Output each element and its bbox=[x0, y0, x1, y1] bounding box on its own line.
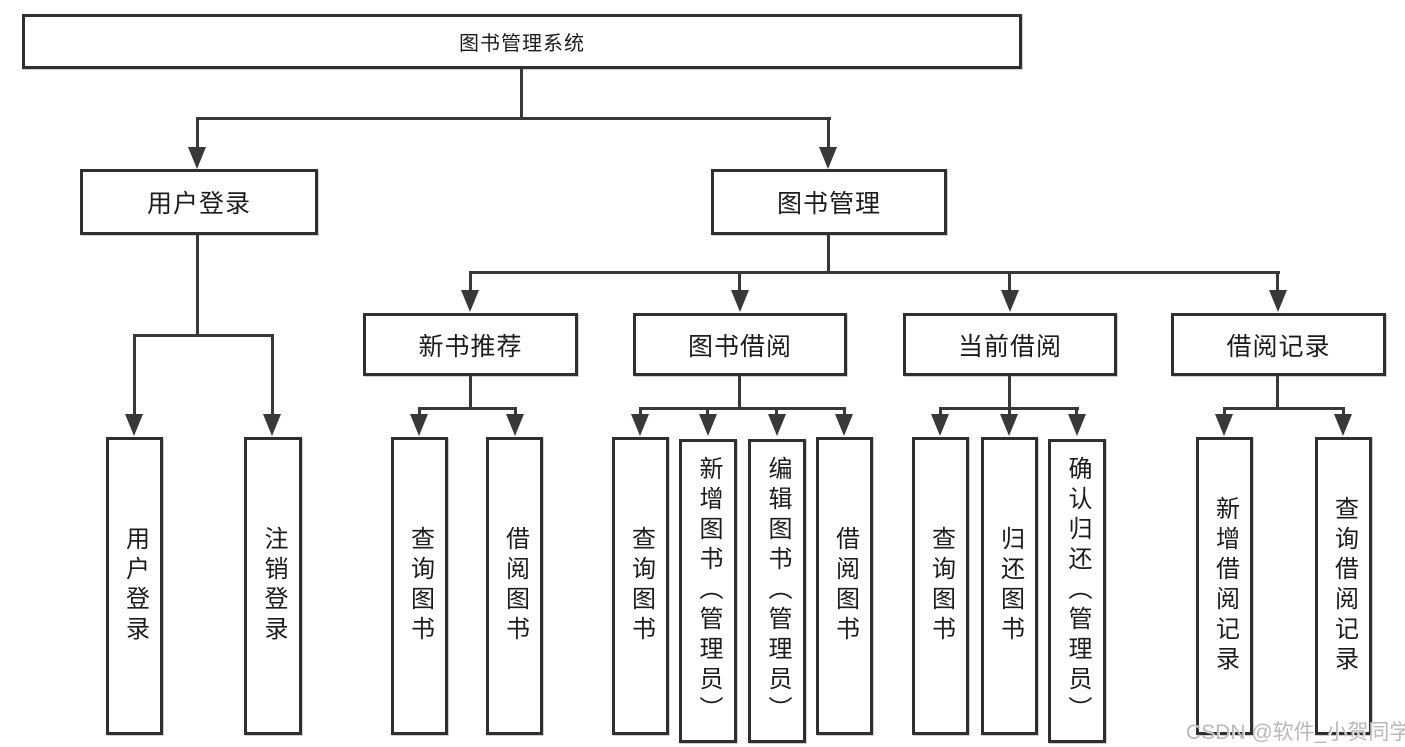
arrowhead-confirm-return bbox=[1068, 414, 1086, 436]
arrowhead-book-mgmt bbox=[819, 147, 837, 169]
connector-stub bbox=[418, 407, 421, 416]
node-new-book-rec-label: 新书推荐 bbox=[418, 332, 523, 361]
node-leaf-query-book-1: 查询图书 bbox=[391, 437, 448, 735]
node-leaf-return-book-label: 归还图书 bbox=[996, 526, 1024, 646]
connector-drop-new-book bbox=[469, 271, 472, 291]
connector-book-borrow-bar bbox=[639, 407, 846, 410]
node-current-borrow: 当前借阅 bbox=[903, 313, 1117, 376]
arrowhead-query-borrow-record bbox=[1334, 414, 1352, 436]
node-borrow-record: 借阅记录 bbox=[1171, 313, 1386, 376]
connector-level3-bar bbox=[469, 271, 1280, 274]
node-leaf-query-book-1-label: 查询图书 bbox=[406, 526, 434, 646]
arrowhead-query-book-3 bbox=[931, 414, 949, 436]
arrowhead-query-book-1 bbox=[410, 414, 428, 436]
node-leaf-query-borrow-record-label: 查询借阅记录 bbox=[1330, 496, 1358, 676]
connector-current-borrow-stem bbox=[1008, 376, 1011, 409]
node-leaf-edit-book-admin: 编辑图书（管理员） bbox=[748, 439, 806, 743]
connector-book-mgmt-stem bbox=[827, 235, 830, 273]
node-book-borrow-label: 图书借阅 bbox=[687, 332, 792, 361]
node-leaf-user-login-label: 用户登录 bbox=[121, 526, 149, 646]
node-leaf-add-book-admin-label: 新增图书（管理员） bbox=[695, 456, 722, 726]
arrowhead-borrow-book-1 bbox=[506, 414, 524, 436]
arrowhead-add-borrow-record bbox=[1215, 414, 1233, 436]
arrowhead-current-borrow bbox=[1001, 290, 1019, 312]
connector-drop-leaf-user-login bbox=[133, 334, 136, 415]
node-leaf-borrow-book-1: 借阅图书 bbox=[486, 437, 543, 735]
node-leaf-logout-login: 注销登录 bbox=[244, 437, 302, 735]
node-leaf-query-borrow-record: 查询借阅记录 bbox=[1315, 437, 1372, 735]
connector-stub bbox=[514, 407, 517, 416]
node-book-borrow: 图书借阅 bbox=[633, 313, 847, 376]
arrowhead-borrow-record bbox=[1269, 290, 1287, 312]
connector-level1-bar bbox=[196, 117, 831, 120]
arrowhead-leaf-logout bbox=[263, 414, 281, 436]
arrowhead-new-book bbox=[461, 290, 479, 312]
node-root-label: 图书管理系统 bbox=[459, 33, 585, 55]
arrowhead-add-book bbox=[699, 414, 717, 436]
node-book-mgmt-label: 图书管理 bbox=[776, 190, 881, 218]
connector-drop-book-borrow bbox=[738, 271, 741, 291]
node-leaf-borrow-book-2-label: 借阅图书 bbox=[831, 526, 859, 646]
node-leaf-add-book-admin: 新增图书（管理员） bbox=[679, 439, 737, 743]
node-leaf-confirm-return-admin: 确认归还（管理员） bbox=[1048, 439, 1106, 743]
connector-drop-user-login bbox=[196, 117, 199, 151]
connector-stub bbox=[775, 407, 778, 416]
watermark-text: CSDN @软件_小贺同学 bbox=[1186, 721, 1405, 744]
node-leaf-add-borrow-record-label: 新增借阅记录 bbox=[1211, 496, 1239, 676]
node-user-login-label: 用户登录 bbox=[146, 190, 251, 218]
connector-stub bbox=[939, 407, 942, 416]
node-book-mgmt: 图书管理 bbox=[711, 169, 947, 235]
connector-root-stem bbox=[520, 69, 523, 119]
node-new-book-rec: 新书推荐 bbox=[363, 313, 578, 376]
node-leaf-query-book-2-label: 查询图书 bbox=[627, 526, 655, 646]
node-leaf-user-login: 用户登录 bbox=[106, 437, 163, 735]
connector-drop-current-borrow bbox=[1008, 271, 1011, 291]
connector-stub bbox=[706, 407, 709, 416]
arrowhead-user-login bbox=[188, 147, 206, 169]
node-leaf-borrow-book-1-label: 借阅图书 bbox=[501, 526, 529, 646]
node-leaf-query-book-2: 查询图书 bbox=[612, 437, 669, 735]
connector-stub bbox=[639, 407, 642, 416]
connector-new-book-stem bbox=[469, 376, 472, 409]
arrowhead-book-borrow bbox=[731, 290, 749, 312]
connector-drop-book-mgmt bbox=[827, 117, 830, 151]
connector-stub bbox=[1223, 407, 1226, 416]
node-leaf-query-book-3: 查询图书 bbox=[912, 437, 969, 735]
connector-stub bbox=[843, 407, 846, 416]
connector-new-book-bar bbox=[418, 407, 517, 410]
connector-user-login-stem bbox=[196, 235, 199, 336]
node-borrow-record-label: 借阅记录 bbox=[1226, 332, 1331, 361]
connector-stub bbox=[1008, 407, 1011, 416]
connector-stub bbox=[1342, 407, 1345, 416]
connector-drop-leaf-logout bbox=[271, 334, 274, 415]
node-leaf-add-borrow-record: 新增借阅记录 bbox=[1196, 437, 1253, 735]
node-user-login: 用户登录 bbox=[80, 169, 318, 235]
node-leaf-confirm-return-admin-label: 确认归还（管理员） bbox=[1064, 456, 1091, 726]
connector-borrow-record-bar bbox=[1223, 407, 1345, 410]
arrowhead-leaf-user-login bbox=[125, 414, 143, 436]
node-leaf-return-book: 归还图书 bbox=[981, 437, 1038, 735]
node-current-borrow-label: 当前借阅 bbox=[957, 332, 1062, 361]
connector-drop-borrow-record bbox=[1276, 271, 1279, 291]
connector-user-login-bar bbox=[133, 334, 274, 337]
node-leaf-query-book-3-label: 查询图书 bbox=[927, 526, 955, 646]
node-leaf-edit-book-admin-label: 编辑图书（管理员） bbox=[764, 456, 791, 726]
arrowhead-edit-book bbox=[768, 414, 786, 436]
node-leaf-logout-login-label: 注销登录 bbox=[260, 526, 287, 646]
connector-stub bbox=[1075, 407, 1078, 416]
arrowhead-return-book bbox=[1000, 414, 1018, 436]
connector-borrow-record-stem bbox=[1276, 376, 1279, 409]
connector-book-borrow-stem bbox=[738, 376, 741, 409]
arrowhead-query-book-2 bbox=[631, 414, 649, 436]
arrowhead-borrow-book-2 bbox=[835, 414, 853, 436]
node-leaf-borrow-book-2: 借阅图书 bbox=[816, 437, 873, 735]
node-root: 图书管理系统 bbox=[22, 14, 1022, 69]
